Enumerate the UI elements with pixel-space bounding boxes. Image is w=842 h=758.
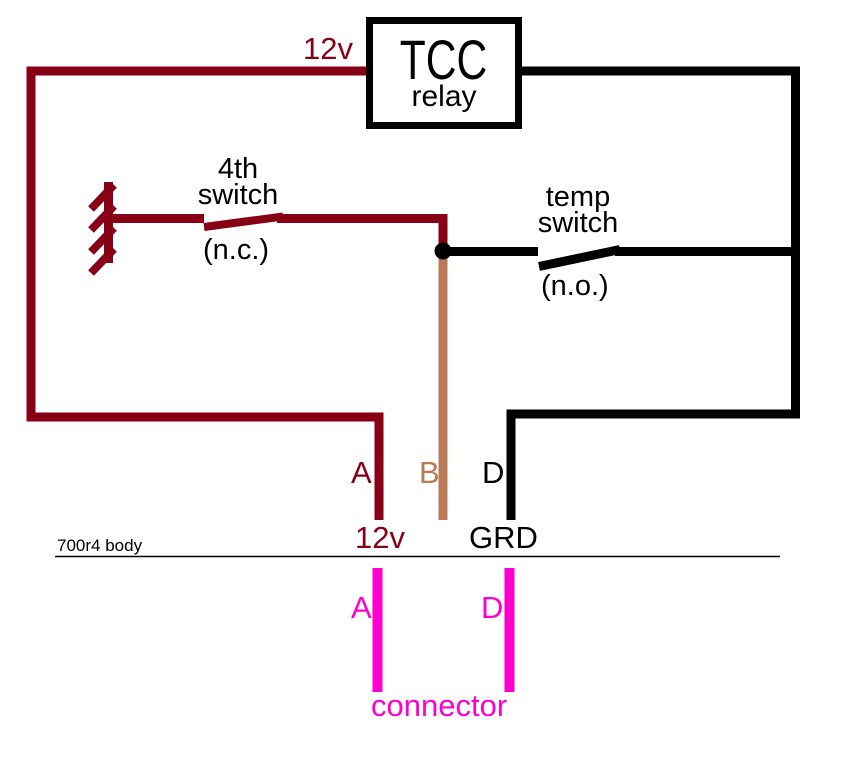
- pin-d-label: D: [482, 455, 505, 490]
- pin-a-function-label: 12v: [355, 520, 405, 555]
- body-label: 700r4 body: [57, 536, 143, 555]
- relay-title: TCC: [400, 28, 488, 91]
- wire-12v-feed: [26, 66, 384, 520]
- tcc-relay-box: TCC relay: [366, 17, 522, 129]
- pin-b-label: B: [419, 455, 440, 490]
- fourth-switch-blade: [203, 212, 284, 231]
- connector-pin-a-label: A: [351, 590, 372, 625]
- fourth-switch-label: 4th switch: [180, 153, 296, 211]
- temp-switch-label-line1: temp: [545, 181, 611, 213]
- temp-switch-label: temp switch: [520, 181, 636, 239]
- wire-4th-switch-to-junction: [277, 214, 448, 250]
- relay-subtitle: relay: [411, 80, 477, 113]
- temp-switch-blade: [538, 245, 621, 271]
- fourth-switch-label-line2: switch: [197, 179, 279, 211]
- temp-switch-state-label: (n.o.): [541, 270, 609, 302]
- connector-label: connector: [371, 688, 508, 723]
- temp-switch-label-line2: switch: [537, 207, 619, 239]
- connector-pin-d-label: D: [481, 590, 504, 625]
- fourth-switch-label-line1: 4th: [217, 153, 259, 185]
- wire-relay-output: [506, 66, 800, 520]
- supply-12v-label: 12v: [303, 31, 353, 66]
- pin-a-label: A: [351, 455, 372, 490]
- junction-dot: [434, 242, 452, 260]
- fourth-switch-state-label: (n.c.): [203, 234, 270, 266]
- ground-icon: [88, 182, 117, 276]
- pin-d-function-label: GRD: [469, 520, 538, 555]
